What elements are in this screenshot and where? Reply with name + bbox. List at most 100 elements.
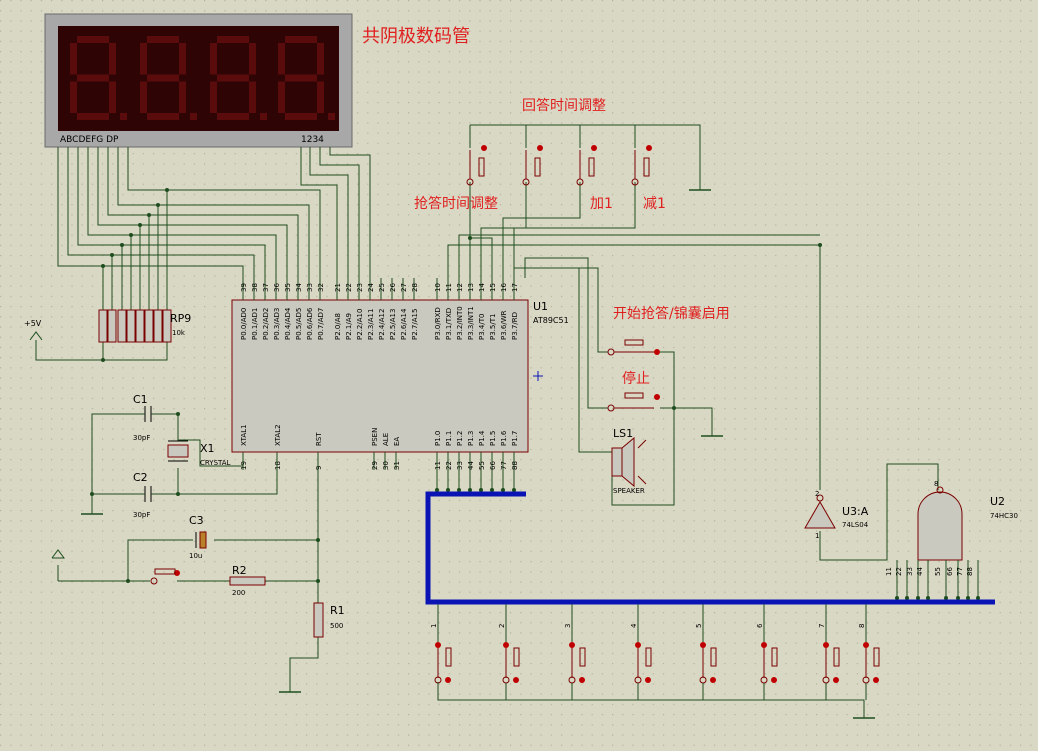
pin-number: 30 bbox=[382, 461, 390, 470]
start-button[interactable] bbox=[607, 339, 660, 356]
button-number: 4 bbox=[630, 623, 638, 628]
pin-number: 23 bbox=[356, 283, 364, 292]
pin-label: EA bbox=[393, 437, 401, 446]
pin-number: 22 bbox=[445, 461, 453, 470]
button-number: 6 bbox=[756, 623, 764, 628]
pin-number: 38 bbox=[251, 283, 259, 292]
pin-label: P0.3/AD3 bbox=[273, 308, 281, 340]
pin-number: 10 bbox=[434, 283, 442, 292]
digit-1 bbox=[70, 36, 127, 120]
mcu-u1[interactable]: U1 AT89C51 39P0.0/AD038P0.1/AD137P0.2/AD… bbox=[231, 278, 569, 492]
digit-2 bbox=[140, 36, 197, 120]
speaker-ls1[interactable]: LS1 SPEAKER bbox=[611, 427, 647, 495]
bottom-ground-rail bbox=[437, 682, 865, 718]
junction-dot bbox=[120, 243, 124, 247]
reset-vcc-symbol bbox=[51, 549, 65, 559]
pin-label: P1.6 bbox=[500, 430, 508, 446]
button-number: 7 bbox=[818, 624, 826, 628]
junction-dot bbox=[176, 492, 180, 496]
resistor-r2[interactable]: R2 200 bbox=[229, 564, 266, 597]
time-adjust-button[interactable] bbox=[631, 145, 652, 186]
label-stop: 停止 bbox=[622, 370, 650, 387]
player-button-2[interactable]: 2 bbox=[498, 604, 520, 700]
pin-label: P0.1/AD1 bbox=[251, 308, 259, 340]
player-button-5[interactable]: 5 bbox=[695, 604, 717, 700]
svg-text:500: 500 bbox=[330, 622, 343, 630]
inverter-u3[interactable]: 2 1 U3:A 74LS04 bbox=[804, 490, 869, 540]
pin-number: 11 bbox=[434, 461, 442, 470]
junction-dot bbox=[147, 213, 151, 217]
pin-label: P3.5/T1 bbox=[489, 314, 497, 340]
rn-resistor bbox=[98, 309, 108, 343]
capacitor-c1[interactable]: C1 30pF bbox=[133, 393, 160, 442]
pin-number: 9 bbox=[315, 466, 323, 470]
svg-text:R1: R1 bbox=[330, 604, 345, 617]
capacitor-c3[interactable]: C3 10u bbox=[189, 514, 207, 560]
pin-number: 22 bbox=[345, 283, 353, 292]
crystal-x1[interactable]: X1 CRYSTAL bbox=[167, 440, 231, 467]
player-button-6[interactable]: 6 bbox=[756, 604, 778, 700]
svg-text:8: 8 bbox=[934, 480, 938, 488]
junction-dot bbox=[944, 596, 948, 600]
label-minus-one: 减1 bbox=[643, 196, 666, 212]
pin-label: P1.0 bbox=[434, 431, 442, 446]
label-answer-time-adjust: 回答时间调整 bbox=[522, 97, 606, 114]
pin-number: 33 bbox=[456, 461, 464, 470]
rn-value: 10k bbox=[172, 329, 186, 337]
player-button-7[interactable]: 7 bbox=[818, 604, 840, 700]
stop-button[interactable] bbox=[607, 392, 660, 412]
junction-dot bbox=[110, 253, 114, 257]
pin-label: P0.5/AD5 bbox=[295, 308, 303, 340]
digit-4 bbox=[278, 36, 335, 120]
pin-label: P3.1/TXD bbox=[445, 308, 453, 340]
svg-text:U2: U2 bbox=[990, 495, 1005, 508]
u2-pin-number: 22 bbox=[895, 567, 903, 576]
rn-resistor bbox=[135, 309, 145, 343]
pin-label: P1.5 bbox=[489, 431, 497, 446]
mcu-body bbox=[231, 299, 529, 453]
svg-text:U3:A: U3:A bbox=[842, 505, 869, 518]
resistor-network-rp9[interactable]: RP9 10k bbox=[98, 309, 191, 343]
pin-label: P3.6/WR bbox=[500, 310, 508, 340]
rn-resistor bbox=[153, 309, 163, 343]
junction-dot bbox=[479, 488, 483, 492]
player-button-3[interactable]: 3 bbox=[564, 604, 586, 700]
display-digits bbox=[70, 36, 335, 120]
pin-label: P3.3/INT1 bbox=[467, 306, 475, 340]
pin-number: 77 bbox=[500, 461, 508, 470]
resistor-r1[interactable]: R1 500 bbox=[313, 602, 345, 638]
pin-label: P0.2/AD2 bbox=[262, 308, 270, 340]
pin-label: XTAL1 bbox=[240, 424, 248, 446]
svg-text:74LS04: 74LS04 bbox=[842, 521, 869, 529]
junction-dot bbox=[490, 488, 494, 492]
pin-label: P2.4/A12 bbox=[378, 309, 386, 340]
svg-text:30pF: 30pF bbox=[133, 511, 150, 519]
svg-text:C1: C1 bbox=[133, 393, 148, 406]
junction-dot bbox=[156, 203, 160, 207]
junction-dot bbox=[976, 596, 980, 600]
pin-number: 17 bbox=[511, 283, 519, 292]
pin-label: P2.5/A13 bbox=[389, 309, 397, 340]
capacitor-c2[interactable]: C2 30pF bbox=[133, 471, 160, 519]
junction-dot bbox=[176, 412, 180, 416]
junction-dot bbox=[138, 223, 142, 227]
player-button-4[interactable]: 4 bbox=[630, 604, 652, 700]
rn-resistor bbox=[162, 309, 172, 343]
reset-button[interactable] bbox=[150, 568, 180, 585]
pin-label: P3.2/INT0 bbox=[456, 306, 464, 340]
pin-label: P1.2 bbox=[456, 431, 464, 446]
seven-segment-display[interactable]: ABCDEFG DP 1234 bbox=[44, 13, 353, 148]
time-adjust-button[interactable] bbox=[466, 145, 487, 186]
top-buttons[interactable] bbox=[466, 145, 652, 186]
pin-number: 12 bbox=[456, 283, 464, 292]
time-adjust-button[interactable] bbox=[576, 145, 597, 186]
rn-ref: RP9 bbox=[170, 312, 191, 325]
pin-number: 35 bbox=[284, 283, 292, 292]
player-button-8[interactable]: 8 bbox=[858, 604, 880, 700]
junction-dot bbox=[905, 596, 909, 600]
time-adjust-button[interactable] bbox=[522, 145, 543, 186]
pin-label: P2.2/A10 bbox=[356, 309, 364, 340]
